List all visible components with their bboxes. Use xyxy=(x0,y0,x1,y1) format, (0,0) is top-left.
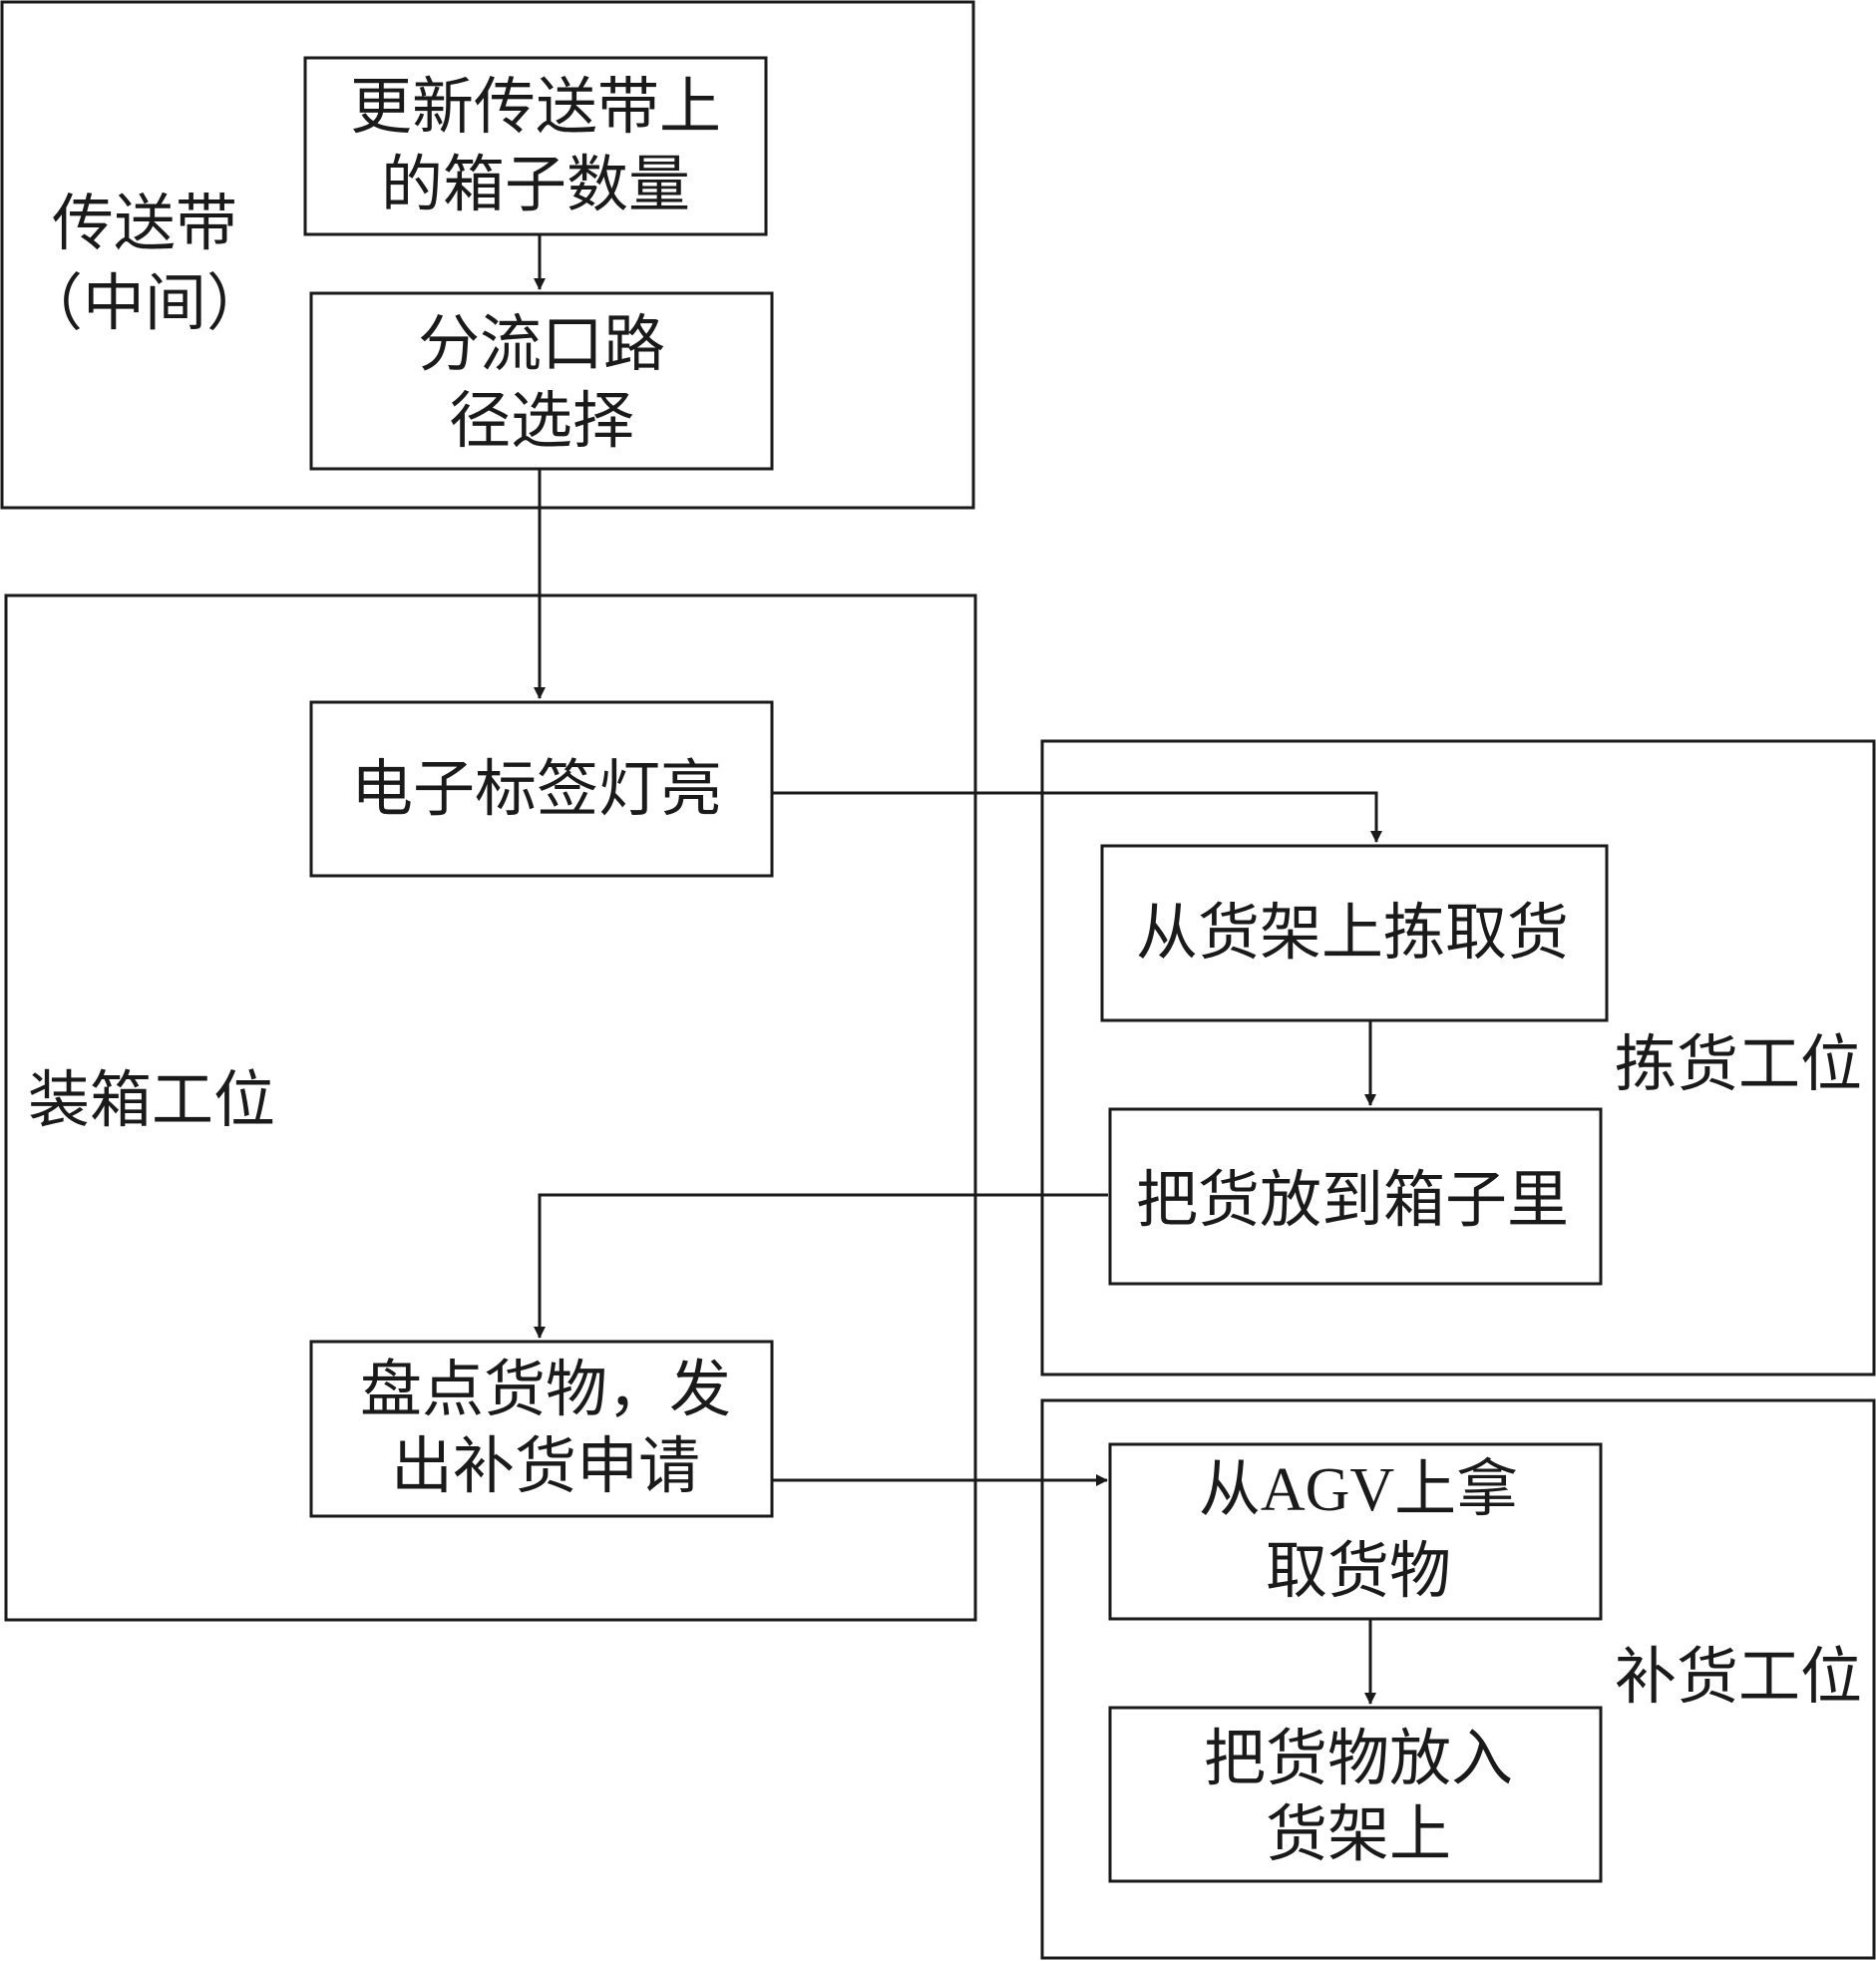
arrow-put-to-inventory xyxy=(534,1193,1108,1339)
node-put-in-box-line1: 把货放到箱子里 xyxy=(1136,1167,1569,1235)
region-picking-label: 拣货工位 xyxy=(1615,1031,1862,1099)
node-divert-path-box xyxy=(309,291,774,471)
node-take-from-agv: 从AGV上拿 取货物 xyxy=(1108,1442,1603,1621)
node-pick-from-shelf-box xyxy=(1100,844,1609,1022)
node-pick-from-shelf-line1: 从货架上拣取货 xyxy=(1136,900,1569,968)
node-inventory-request-box xyxy=(309,1340,774,1518)
node-light-on: 电子标签灯亮 xyxy=(309,700,774,878)
node-update-count-box xyxy=(303,56,768,236)
node-put-on-shelf-line2: 货架上 xyxy=(1266,1801,1451,1869)
arrow-light-to-pick xyxy=(772,791,1382,843)
node-divert-path-line1: 分流口路 xyxy=(418,311,665,379)
node-light-on-line1: 电子标签灯亮 xyxy=(351,756,722,824)
node-inventory-request-line2: 出补货申请 xyxy=(391,1433,700,1501)
node-update-count: 更新传送带上 的箱子数量 xyxy=(303,56,768,236)
node-inventory-request-line1: 盘点货物，发 xyxy=(360,1357,731,1424)
node-take-from-agv-line2: 取货物 xyxy=(1266,1538,1451,1606)
node-light-on-box xyxy=(309,700,774,878)
node-put-on-shelf: 把货物放入 货架上 xyxy=(1108,1706,1603,1883)
node-put-in-box: 把货放到箱子里 xyxy=(1108,1107,1603,1286)
node-pick-from-shelf: 从货架上拣取货 xyxy=(1100,844,1609,1022)
connectors xyxy=(534,234,1382,1705)
node-put-in-box-box xyxy=(1108,1107,1603,1286)
node-take-from-agv-box xyxy=(1108,1442,1603,1621)
region-replenish-label: 补货工位 xyxy=(1615,1644,1862,1712)
node-take-from-agv-line1: 从AGV上拿 xyxy=(1199,1455,1518,1524)
node-update-count-line1: 更新传送带上 xyxy=(350,74,721,142)
node-inventory-request: 盘点货物，发 出补货申请 xyxy=(309,1340,774,1518)
node-update-count-line2: 的箱子数量 xyxy=(381,152,690,219)
region-conveyor-label-line2: （中间） xyxy=(21,270,268,338)
region-packing-label: 装箱工位 xyxy=(28,1067,275,1135)
node-put-on-shelf-line1: 把货物放入 xyxy=(1204,1726,1513,1793)
node-divert-path: 分流口路 径选择 xyxy=(309,291,774,471)
region-conveyor-label-line1: 传送带 xyxy=(52,191,237,258)
node-put-on-shelf-box xyxy=(1108,1706,1603,1883)
node-divert-path-line2: 径选择 xyxy=(449,388,634,456)
